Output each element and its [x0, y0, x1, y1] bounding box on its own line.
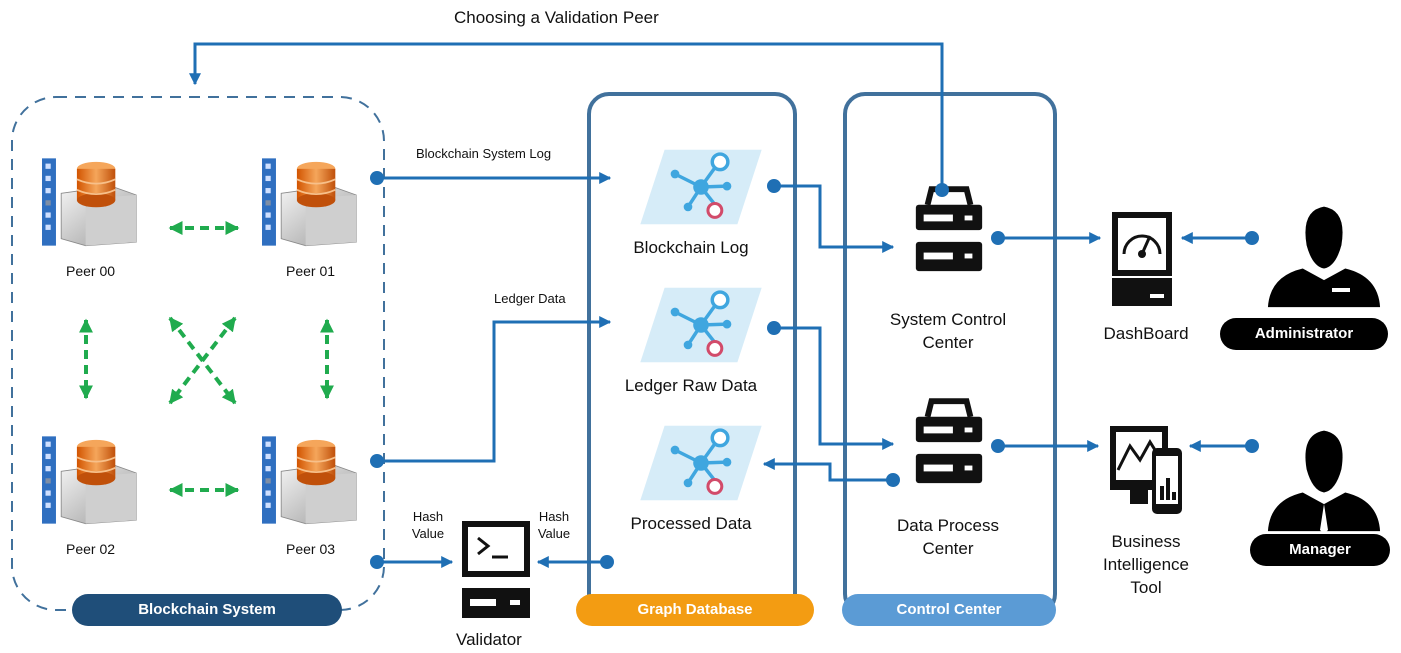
- data-process-to-processed-arrow: [762, 458, 893, 482]
- administrator-avatar: [1267, 206, 1381, 308]
- peer-03-label: Peer 03: [286, 541, 336, 557]
- diagram-title: Choosing a Validation Peer: [454, 8, 659, 27]
- system-control-server-icon: [916, 189, 982, 271]
- peer-03-icon: [262, 435, 358, 525]
- blockchain-system-pill: Blockchain System: [72, 594, 342, 626]
- validator-terminal-icon: [462, 521, 530, 618]
- system-log-edge-label: Blockchain System Log: [416, 146, 552, 161]
- validator-label: Validator: [456, 630, 522, 649]
- peer-01-label: Peer 01: [286, 263, 336, 279]
- processed-data-icon: [640, 426, 761, 501]
- dashboard-monitor-icon: [1112, 212, 1172, 306]
- data-process-server-icon: [916, 401, 982, 483]
- peer-00-icon: [42, 157, 138, 247]
- manager-tie-icon: [1320, 504, 1328, 534]
- administrator-role-pill: Administrator: [1220, 318, 1388, 350]
- graph-database-pill: Graph Database: [576, 594, 814, 626]
- ledger-raw-data-label: Ledger Raw Data: [624, 376, 758, 395]
- peer-00-label: Peer 00: [66, 263, 116, 279]
- manager-role-pill: Manager: [1250, 534, 1390, 566]
- peer-01-icon: [262, 157, 358, 247]
- ledger-data-edge-label: Ledger Data: [494, 291, 566, 306]
- blockchain-log-label: Blockchain Log: [633, 238, 749, 257]
- bi-tool-icon: [1110, 426, 1182, 514]
- peer-02-icon: [42, 435, 138, 525]
- ledger-to-data-process-arrow: [774, 326, 895, 450]
- ledger-raw-data-icon: [640, 288, 761, 363]
- blockchain-log-icon: [640, 150, 761, 225]
- control-center-pill: Control Center: [842, 594, 1056, 626]
- ledger-data-arrow: [377, 316, 612, 463]
- log-to-system-control-arrow: [774, 184, 895, 253]
- choosing-peer-arrow: [189, 42, 944, 186]
- peer-02-label: Peer 02: [66, 541, 116, 557]
- dashboard-label: DashBoard: [1103, 324, 1189, 343]
- processed-data-label: Processed Data: [630, 514, 752, 533]
- administrator-badge-icon: [1332, 288, 1350, 292]
- peer-link-01-02: [168, 316, 237, 405]
